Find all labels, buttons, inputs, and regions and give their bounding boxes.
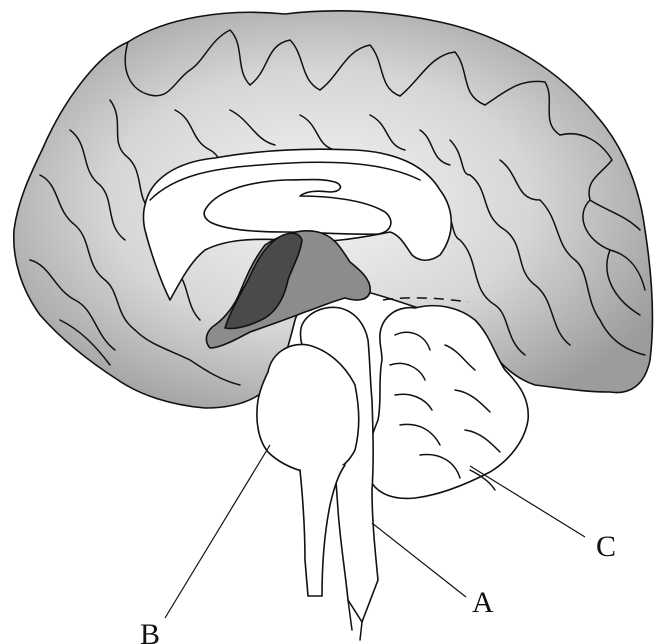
label-c: C <box>596 530 616 563</box>
leader-line-b <box>165 445 270 618</box>
label-b: B <box>140 618 160 644</box>
label-a: A <box>472 586 494 619</box>
leader-line-c <box>470 466 585 537</box>
spinal-cord-line-2 <box>360 622 362 640</box>
leader-line-a <box>372 523 466 597</box>
